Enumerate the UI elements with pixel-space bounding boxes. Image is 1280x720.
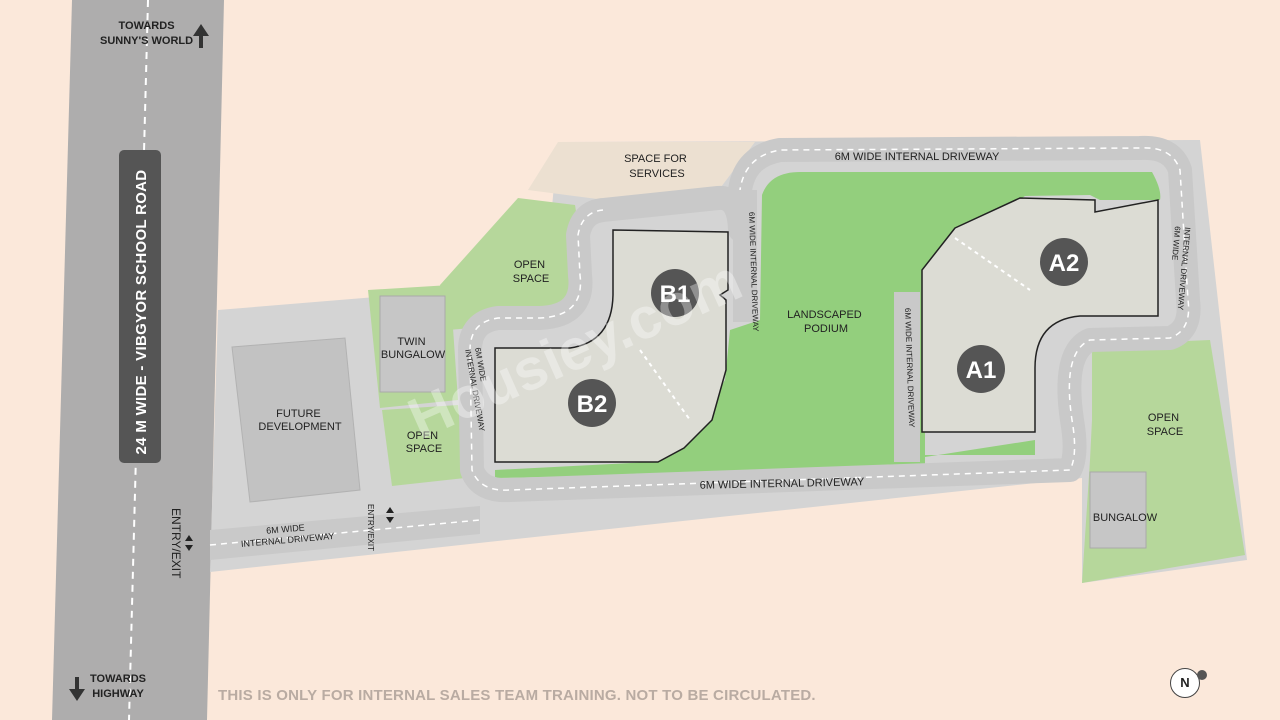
road-centre-line xyxy=(128,0,149,720)
towards-sunnys-world: TOWARDS SUNNY'S WORLD xyxy=(100,19,193,49)
twin-bungalow-plot xyxy=(379,295,446,393)
north-label: N xyxy=(1180,675,1190,690)
tower-b2-badge[interactable]: B2 xyxy=(568,379,616,427)
services-label: SPACE FOR SERVICES xyxy=(624,153,690,180)
tower-a2-label: A2 xyxy=(1049,250,1080,277)
driveway-a1-vertical xyxy=(894,292,920,462)
north-indicator: N xyxy=(1170,668,1200,698)
entry-exit-arrows xyxy=(185,535,193,551)
bungalow-plot xyxy=(1089,471,1147,549)
bungalow-label: BUNGALOW xyxy=(1093,512,1158,524)
towards-highway: TOWARDS HIGHWAY xyxy=(90,672,146,702)
towards-top-line2: SUNNY'S WORLD xyxy=(100,35,194,47)
twin-bungalow-label: TWIN BUNGALOW xyxy=(381,336,446,361)
future-development-plot xyxy=(231,337,361,503)
driveway-a1-vertical-label: 6M WIDE INTERNAL DRIVEWAY xyxy=(903,308,916,429)
entry-exit-label: ENTRY/EXIT xyxy=(169,508,183,579)
driveway-bottom-label: 6M WIDE INTERNAL DRIVEWAY xyxy=(700,476,865,491)
tower-b2-label: B2 xyxy=(577,391,608,418)
driveway-top-label: 6M WIDE INTERNAL DRIVEWAY xyxy=(835,151,1000,163)
towards-bottom-line2: HIGHWAY xyxy=(92,688,144,700)
north-pointer-icon xyxy=(1197,670,1207,680)
entry-exit-small-arrows xyxy=(386,507,394,523)
tower-b-divider xyxy=(639,349,691,421)
driveway-b1-vertical-label: 6M WIDE INTERNAL DRIVEWAY xyxy=(747,212,760,333)
tower-a1-label: A1 xyxy=(966,357,997,384)
tower-a2-badge[interactable]: A2 xyxy=(1040,238,1088,286)
open-space-mid-label: OPEN SPACE xyxy=(406,430,442,455)
entry-exit-small-label: ENTRY/EXIT xyxy=(366,504,375,551)
disclaimer-text: THIS IS ONLY FOR INTERNAL SALES TEAM TRA… xyxy=(218,687,816,704)
road-name-plate xyxy=(119,150,161,463)
open-space-top-green xyxy=(440,198,590,330)
future-development-label: FUTURE DEVELOPMENT xyxy=(258,408,341,433)
open-space-mid-green xyxy=(382,405,465,486)
internal-driveway-loop xyxy=(458,135,1201,503)
driveway-b1-vertical xyxy=(733,190,757,322)
tower-b1-badge[interactable]: B1 xyxy=(651,269,699,317)
landscaped-podium-green xyxy=(495,172,1161,478)
arrow-up-icon xyxy=(193,24,209,48)
open-space-right-label: OPEN SPACE xyxy=(1147,412,1183,438)
arrow-down-icon xyxy=(69,677,85,701)
towards-top-line1: TOWARDS xyxy=(118,20,175,32)
internal-driveway-loop-dash xyxy=(469,147,1190,491)
landscaped-podium-label: LANDSCAPED PODIUM xyxy=(787,309,865,335)
tower-a1-badge[interactable]: A1 xyxy=(957,345,1005,393)
services-area xyxy=(528,142,755,200)
road-name-label: 24 M WIDE - VIBGYOR SCHOOL ROAD xyxy=(133,170,150,455)
open-space-top-label: OPEN SPACE xyxy=(513,259,549,285)
towards-bottom-line1: TOWARDS xyxy=(90,673,147,685)
entry-driveway-dash xyxy=(209,519,481,546)
tower-b1-label: B1 xyxy=(660,281,691,308)
